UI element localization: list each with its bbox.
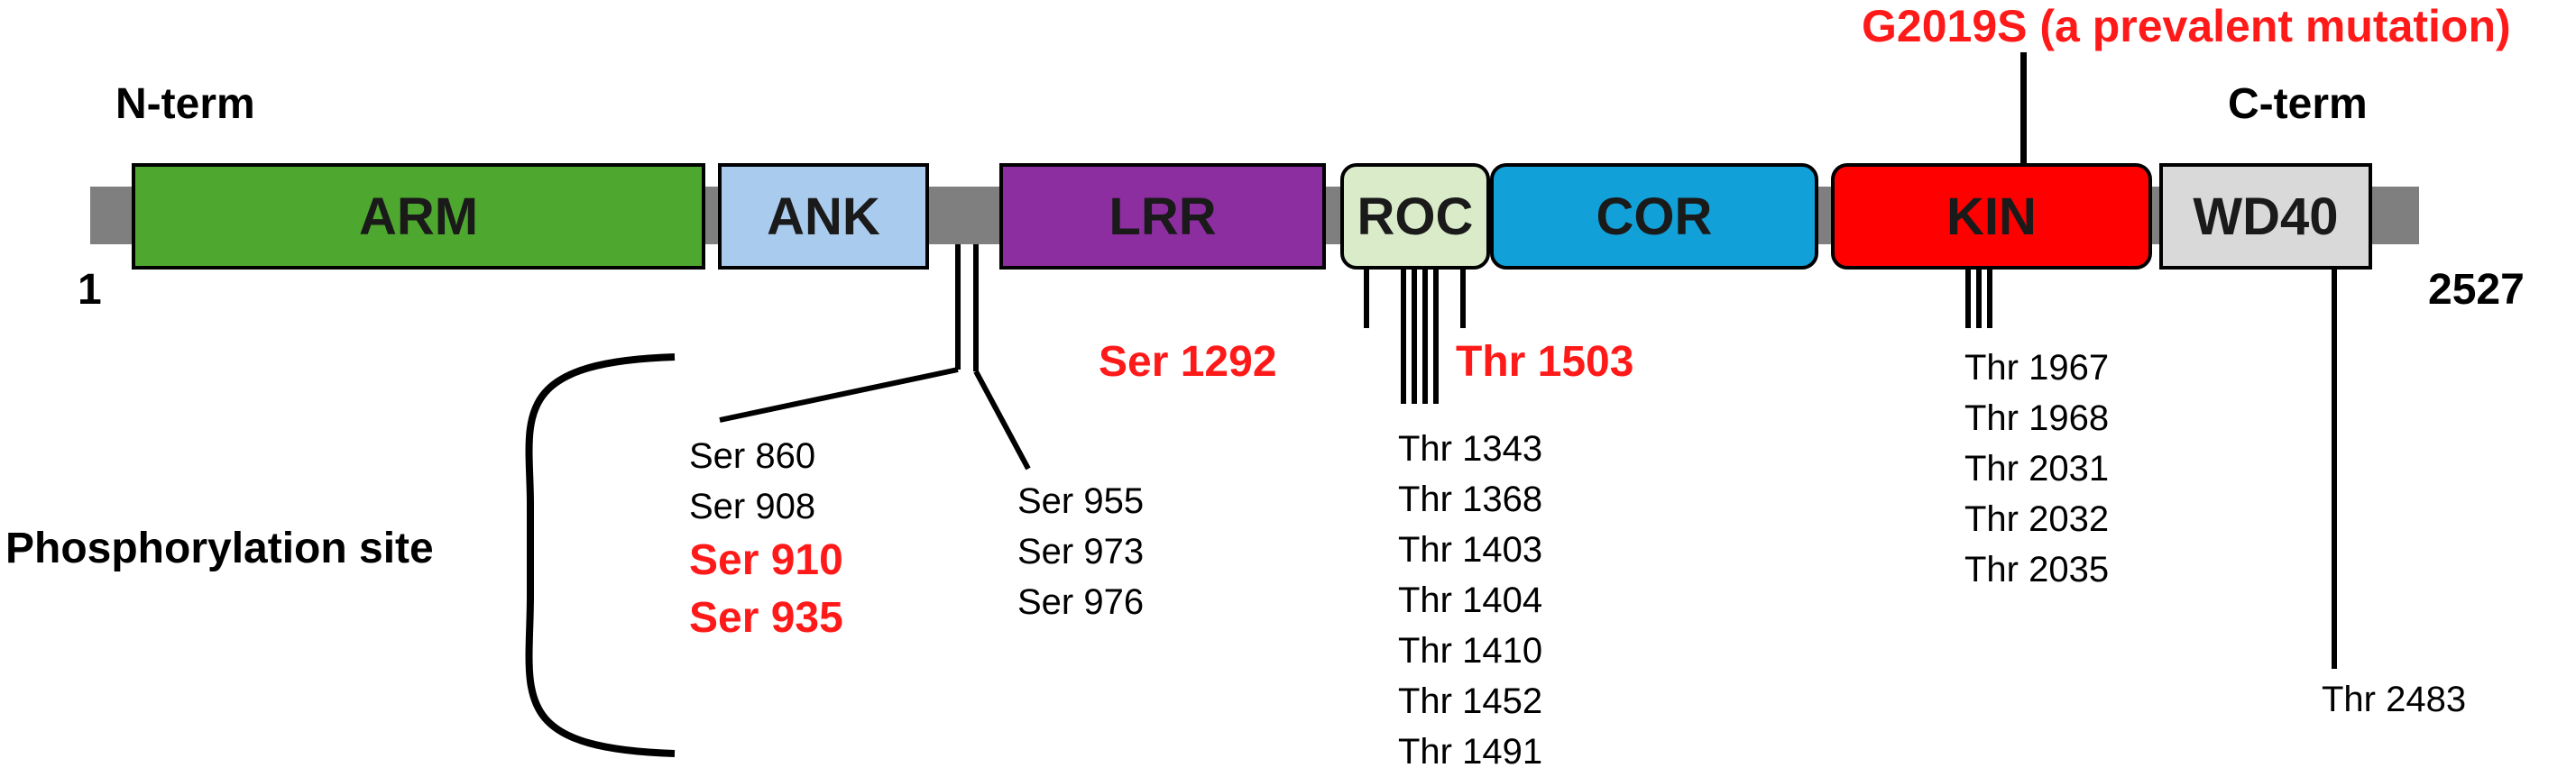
domain-wd40: WD40	[2159, 163, 2372, 270]
site-list-roc: Thr 1343 Thr 1368 Thr 1403 Thr 1404 Thr …	[1398, 424, 1542, 777]
n-term-label: N-term	[115, 80, 255, 128]
site-thr-2032: Thr 2032	[1964, 499, 2110, 539]
domain-lrr: LRR	[999, 163, 1326, 270]
site-thr-1368: Thr 1368	[1398, 480, 1543, 519]
domain-arm: ARM	[132, 163, 705, 270]
site-ser-935: Ser 935	[689, 594, 843, 642]
site-ser-973: Ser 973	[1017, 532, 1145, 571]
phosphorylation-site-label: Phosphorylation site	[5, 525, 434, 572]
site-thr-1452: Thr 1452	[1398, 681, 1543, 721]
mutation-label: G2019S (a prevalent mutation)	[1862, 1, 2511, 51]
site-thr-2483: Thr 2483	[2322, 680, 2467, 719]
site-thr-2031: Thr 2031	[1964, 449, 2110, 489]
start-residue-label: 1	[78, 266, 102, 314]
site-ser-908: Ser 908	[689, 487, 816, 526]
end-residue-label: 2527	[2428, 266, 2525, 314]
site-ser-860: Ser 860	[689, 436, 816, 476]
site-thr-2035: Thr 2035	[1964, 550, 2110, 590]
domain-cor: COR	[1490, 163, 1818, 270]
site-list-kin: Thr 1967 Thr 1968 Thr 2031 Thr 2032 Thr …	[1964, 343, 2109, 595]
site-ser-955: Ser 955	[1017, 481, 1145, 521]
site-ser-910: Ser 910	[689, 536, 843, 584]
domain-roc: ROC	[1340, 163, 1490, 270]
site-ser-1292: Ser 1292	[1099, 338, 1277, 386]
site-thr-1403: Thr 1403	[1398, 530, 1543, 570]
site-list-linker-1: Ser 860 Ser 908 Ser 910 Ser 935	[689, 431, 843, 647]
site-thr-1491: Thr 1491	[1398, 732, 1543, 772]
domain-kin: KIN	[1831, 163, 2152, 270]
site-list-linker-2: Ser 955 Ser 973 Ser 976	[1017, 476, 1144, 627]
site-ser-976: Ser 976	[1017, 582, 1145, 622]
site-thr-1968: Thr 1968	[1964, 398, 2110, 438]
site-thr-1967: Thr 1967	[1964, 348, 2110, 388]
site-thr-1410: Thr 1410	[1398, 631, 1543, 671]
site-thr-1503: Thr 1503	[1456, 338, 1634, 386]
domain-ank: ANK	[718, 163, 929, 270]
site-thr-1343: Thr 1343	[1398, 429, 1543, 469]
c-term-label: C-term	[2228, 80, 2368, 128]
site-thr-1404: Thr 1404	[1398, 580, 1543, 620]
mutation-marker-line	[2020, 52, 2027, 164]
